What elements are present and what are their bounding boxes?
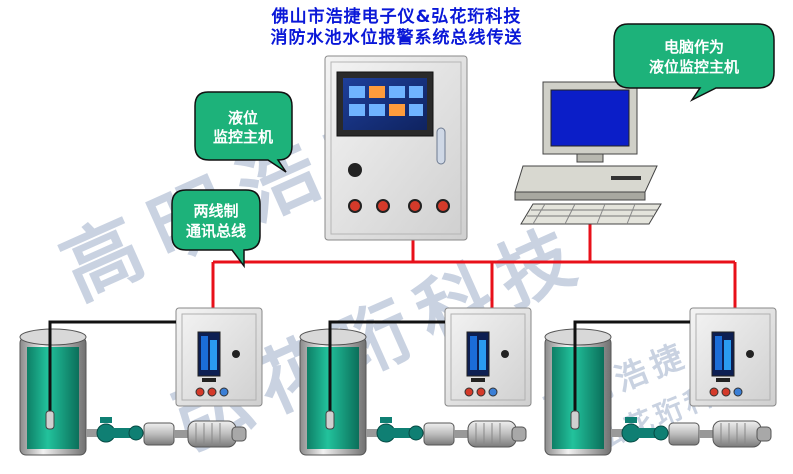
field-unit-1 (18, 308, 262, 455)
small-control-box-3 (690, 308, 776, 406)
bubble-host: 液位 监控主机 (195, 92, 292, 172)
desktop-computer-icon (515, 82, 661, 224)
small-control-box-1 (176, 308, 262, 406)
control-cabinet-icon (325, 56, 467, 240)
bubble-host-line2: 监控主机 (213, 128, 273, 146)
diagram-title-line2: 消防水池水位报警系统总线传送 (0, 23, 793, 48)
sensor-cable-1 (50, 322, 176, 325)
bubble-pc-line2: 液位监控主机 (649, 58, 739, 76)
bubble-bus-line1: 两线制 (193, 202, 238, 220)
small-control-box-2 (445, 308, 531, 406)
bubble-host-line1: 液位 (228, 109, 258, 127)
sensor-cable-3 (575, 322, 690, 325)
bubble-bus-line2: 通讯总线 (186, 222, 246, 240)
